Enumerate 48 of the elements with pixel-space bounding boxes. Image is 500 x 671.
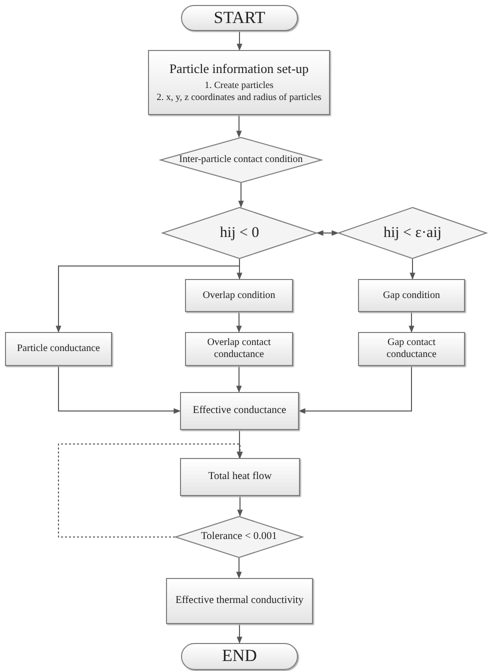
condition-text: hij < ε·aij: [382, 224, 443, 242]
arrow: [236, 366, 242, 393]
decision-diamond: [175, 516, 303, 558]
step-text: Effective conductance: [192, 404, 288, 418]
arrow: [236, 312, 242, 333]
terminal-shape: [181, 5, 298, 31]
process-box: [358, 279, 465, 312]
arrow: [56, 258, 240, 333]
process-box: [180, 392, 299, 430]
terminal-text: START: [212, 8, 266, 28]
arrow: [236, 30, 242, 51]
decision-diamond: [162, 207, 317, 259]
process-box: [5, 332, 112, 366]
process-box: [358, 332, 465, 366]
step-text: Particle conductance: [16, 343, 101, 355]
condition-text: Inter-particle contact condition: [178, 154, 304, 166]
arrow: [236, 114, 242, 138]
arrow: [298, 366, 412, 414]
arrow: [237, 496, 243, 517]
arrow: [410, 258, 416, 280]
process-box: [148, 50, 330, 115]
condition-text: hij < 0: [218, 224, 260, 242]
step-text: Gap condition: [382, 290, 441, 302]
process-box: [185, 332, 293, 366]
terminal-shape: [181, 643, 298, 670]
decision-diamond: [160, 137, 322, 183]
process-box: [185, 279, 293, 312]
terminal-text: END: [221, 646, 258, 667]
arrow: [238, 182, 244, 208]
step-text: Overlap condition: [202, 290, 276, 302]
arrow: [408, 312, 414, 333]
arrow: [58, 366, 181, 414]
arrow: [236, 624, 242, 644]
arrow: [236, 430, 242, 459]
step-detail-text: 2. x, y, z coordinates and radius of particles: [156, 92, 322, 104]
step-detail-text: 1. Create particles: [204, 81, 274, 93]
arrow: [236, 558, 242, 579]
arrow: [58, 444, 243, 538]
step-text: Total heat flow: [207, 470, 273, 484]
process-box: [166, 578, 313, 624]
step-text: Gap contact conductance: [386, 337, 438, 361]
arrow: [316, 230, 339, 236]
process-box: [180, 458, 300, 496]
step-text: Overlap contact conductance: [206, 337, 272, 361]
step-text: Particle information set-up: [168, 60, 310, 76]
decision-diamond: [338, 207, 487, 259]
condition-text: Tolerance < 0.001: [200, 530, 278, 544]
step-text: Effective thermal conductivity: [174, 594, 305, 608]
